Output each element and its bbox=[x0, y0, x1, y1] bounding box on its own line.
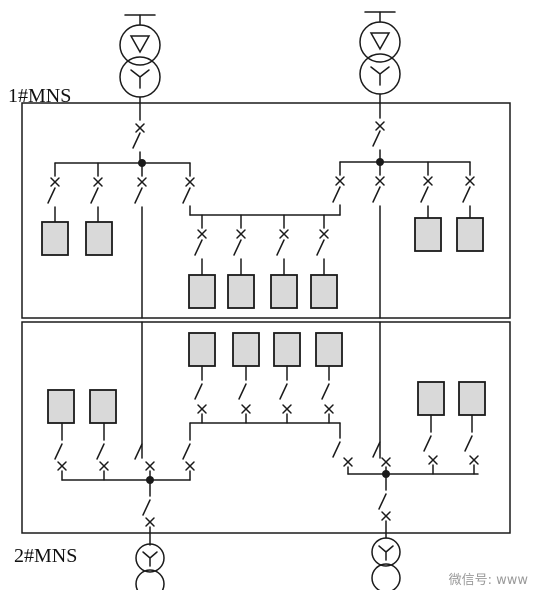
feeder-bottom-left-1 bbox=[54, 422, 67, 481]
panel-1-border bbox=[21, 102, 511, 319]
panel-2-border bbox=[21, 321, 511, 534]
feeder-bottom-right-1 bbox=[372, 441, 391, 475]
breaker-icon-incoming-4 bbox=[378, 473, 391, 539]
load-device-icon bbox=[227, 274, 255, 309]
transformer-icon-top-left bbox=[119, 14, 161, 121]
feeder-bottom-left-tie bbox=[182, 422, 195, 481]
watermark-text: 微信号: www bbox=[448, 573, 528, 588]
feeder-top-right-1 bbox=[372, 161, 385, 319]
load-device-icon bbox=[188, 332, 216, 367]
load-device-icon bbox=[270, 274, 298, 309]
feeder-top-mid-3 bbox=[276, 214, 289, 276]
feeder-top-right-2 bbox=[420, 161, 433, 219]
load-device-icon bbox=[315, 332, 343, 367]
feeder-top-left-2 bbox=[90, 162, 103, 223]
breaker-icon-incoming-2 bbox=[372, 121, 385, 163]
feeder-bottom-mid-1 bbox=[194, 365, 207, 424]
breaker-icon-incoming-3 bbox=[142, 479, 155, 546]
feeder-bottom-left-2 bbox=[96, 422, 109, 481]
breaker-icon-incoming-1 bbox=[132, 123, 145, 164]
load-device-icon bbox=[47, 389, 75, 424]
transformer-icon-top-right bbox=[359, 11, 401, 119]
feeder-top-right-3 bbox=[462, 161, 475, 219]
load-device-icon bbox=[89, 389, 117, 424]
feeder-bottom-mid-3 bbox=[279, 365, 292, 424]
feeder-bottom-mid-2 bbox=[238, 365, 251, 424]
load-device-icon bbox=[41, 221, 69, 256]
load-device-icon bbox=[456, 217, 484, 252]
panel-label-2: 2#MNS bbox=[14, 545, 78, 567]
load-device-icon bbox=[232, 332, 260, 367]
feeder-bottom-mid-4 bbox=[321, 365, 334, 424]
feeder-top-left-1 bbox=[47, 162, 60, 223]
feeder-top-mid-4 bbox=[316, 214, 329, 276]
feeder-bottom-right-tie bbox=[332, 422, 353, 475]
feeder-bottom-right-2 bbox=[423, 414, 438, 475]
transformer-icon-bottom-right bbox=[371, 537, 401, 590]
feeder-top-left-3 bbox=[134, 162, 147, 319]
feeder-bottom-right-3 bbox=[464, 414, 479, 475]
load-device-icon bbox=[85, 221, 113, 256]
feeder-top-mid-2 bbox=[233, 214, 246, 276]
feeder-top-right-tie bbox=[332, 161, 345, 216]
load-device-icon bbox=[458, 381, 486, 416]
panel-label-1: 1#MNS bbox=[8, 85, 72, 107]
feeder-bottom-left-3 bbox=[134, 443, 155, 481]
load-device-icon bbox=[273, 332, 301, 367]
feeder-top-left-tie bbox=[182, 162, 195, 216]
load-device-icon bbox=[414, 217, 442, 252]
load-device-icon bbox=[310, 274, 338, 309]
load-device-icon bbox=[417, 381, 445, 416]
transformer-icon-bottom-left bbox=[135, 543, 165, 590]
load-device-icon bbox=[188, 274, 216, 309]
feeder-top-mid-1 bbox=[194, 214, 207, 276]
